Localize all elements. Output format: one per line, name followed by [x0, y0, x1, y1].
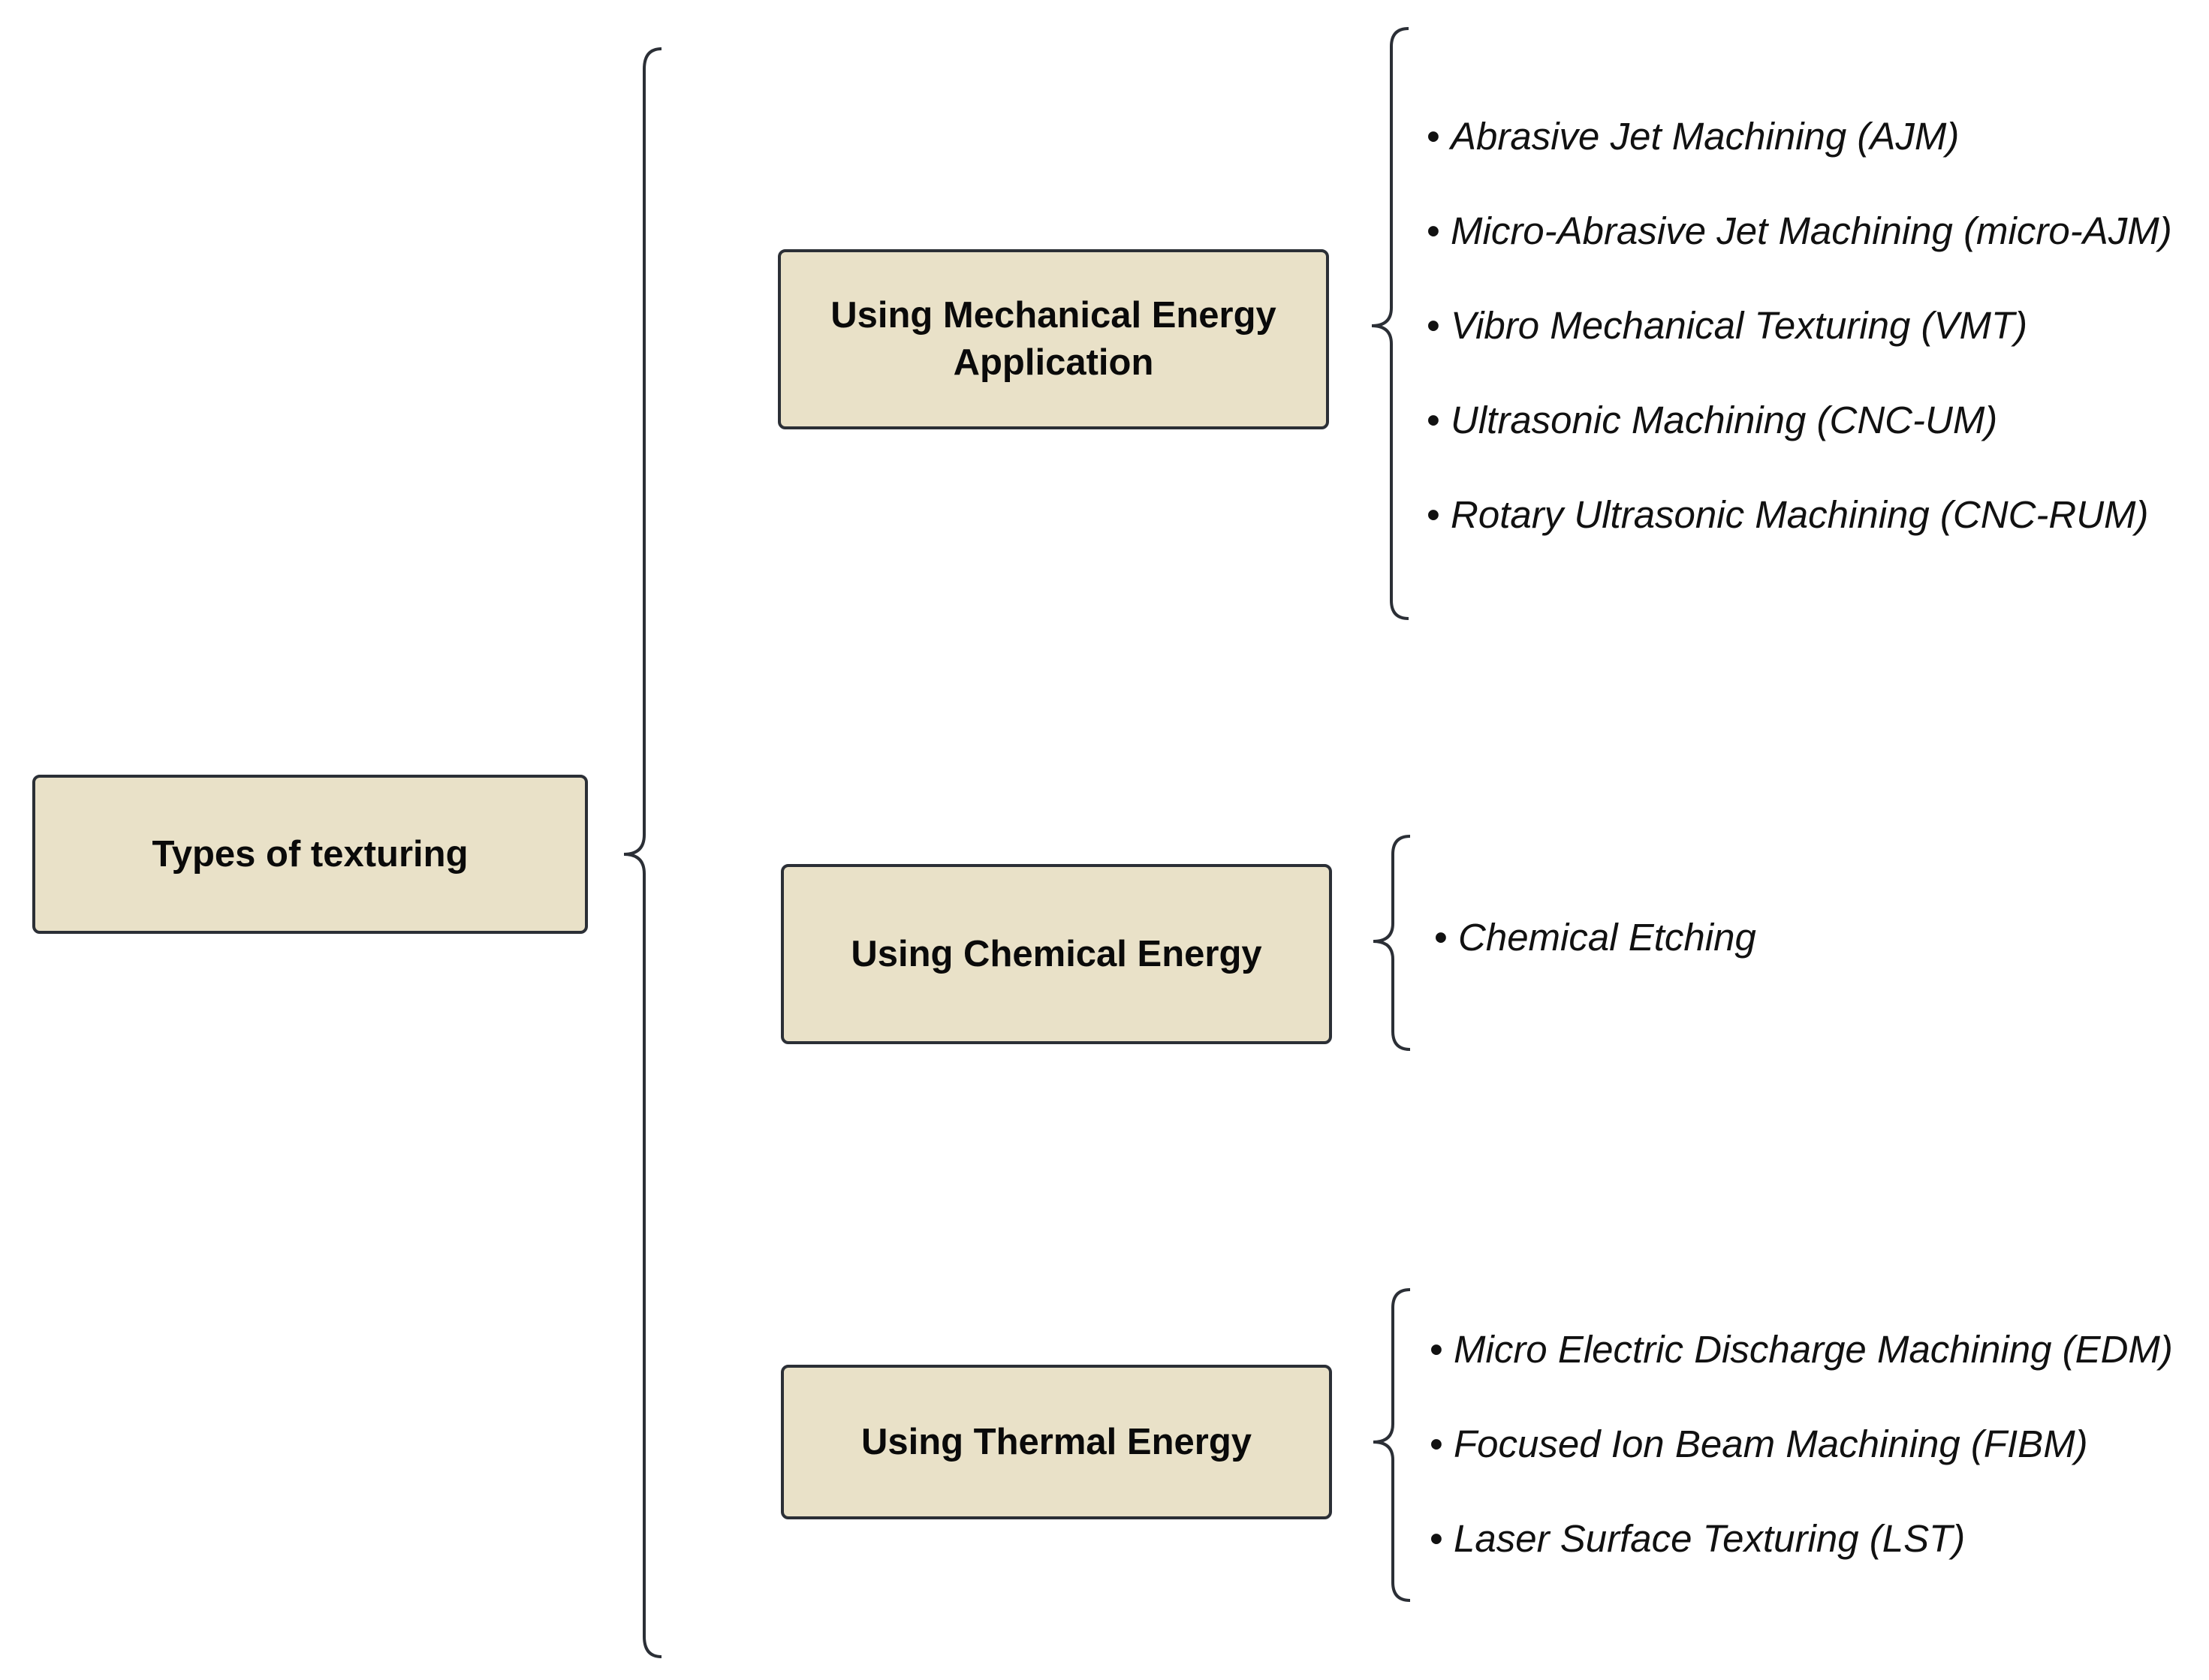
list-item: • Vibro Mechanical Texturing (VMT) [1427, 306, 2027, 345]
bullet-icon: • [1427, 209, 1440, 252]
list-item: • Focused Ion Beam Machining (FIBM) [1430, 1425, 2088, 1463]
bullet-icon: • [1430, 1517, 1443, 1560]
bullet-icon: • [1434, 916, 1448, 959]
thermal-brace [1373, 1288, 1411, 1602]
list-item: • Laser Surface Texturing (LST) [1430, 1519, 1965, 1558]
list-item: •Chemical Etching [1434, 918, 1756, 956]
bullet-icon: • [1427, 399, 1440, 441]
root-label: Types of texturing [152, 833, 469, 875]
bullet-icon: • [1427, 493, 1440, 536]
bullet-icon: • [1427, 115, 1440, 158]
item-text: Laser Surface Texturing (LST) [1454, 1517, 1966, 1560]
list-item: • Rotary Ultrasonic Machining (CNC-RUM) [1427, 495, 2149, 534]
item-text: Chemical Etching [1458, 916, 1756, 959]
category-label-thermal: Using Thermal Energy [860, 1421, 1252, 1462]
category-label-mechanical: Using Mechanical Energy Application [830, 295, 1276, 383]
chemical-brace [1373, 835, 1411, 1051]
root-node: Types of texturing [32, 775, 588, 934]
main-brace [623, 47, 662, 1658]
item-text: Vibro Mechanical Texturing (VMT) [1451, 304, 2028, 347]
category-node-chemical: Using Chemical Energy [781, 864, 1332, 1044]
list-item: • Abrasive Jet Machining (AJM) [1427, 117, 1959, 155]
item-text: Micro Electric Discharge Machining (EDM) [1454, 1328, 2173, 1371]
category-node-thermal: Using Thermal Energy [781, 1365, 1332, 1519]
item-text: Rotary Ultrasonic Machining (CNC-RUM) [1451, 493, 2149, 536]
list-item: • Micro Electric Discharge Machining (EDM… [1430, 1330, 2173, 1368]
bullet-icon: • [1430, 1423, 1443, 1465]
mechanical-brace [1371, 27, 1409, 620]
bullet-icon: • [1427, 304, 1440, 347]
item-text: Abrasive Jet Machining (AJM) [1451, 115, 1960, 158]
category-label-chemical: Using Chemical Energy [851, 933, 1262, 974]
category-node-mechanical: Using Mechanical Energy Application [778, 249, 1329, 429]
item-text: Focused Ion Beam Machining (FIBM) [1454, 1423, 2088, 1465]
bullet-icon: • [1430, 1328, 1443, 1371]
list-item: • Micro-Abrasive Jet Machining (micro-AJM… [1427, 212, 2172, 250]
item-text: Micro-Abrasive Jet Machining (micro-AJM) [1451, 209, 2172, 252]
item-text: Ultrasonic Machining (CNC-UM) [1451, 399, 1998, 441]
list-item: • Ultrasonic Machining (CNC-UM) [1427, 401, 1997, 439]
